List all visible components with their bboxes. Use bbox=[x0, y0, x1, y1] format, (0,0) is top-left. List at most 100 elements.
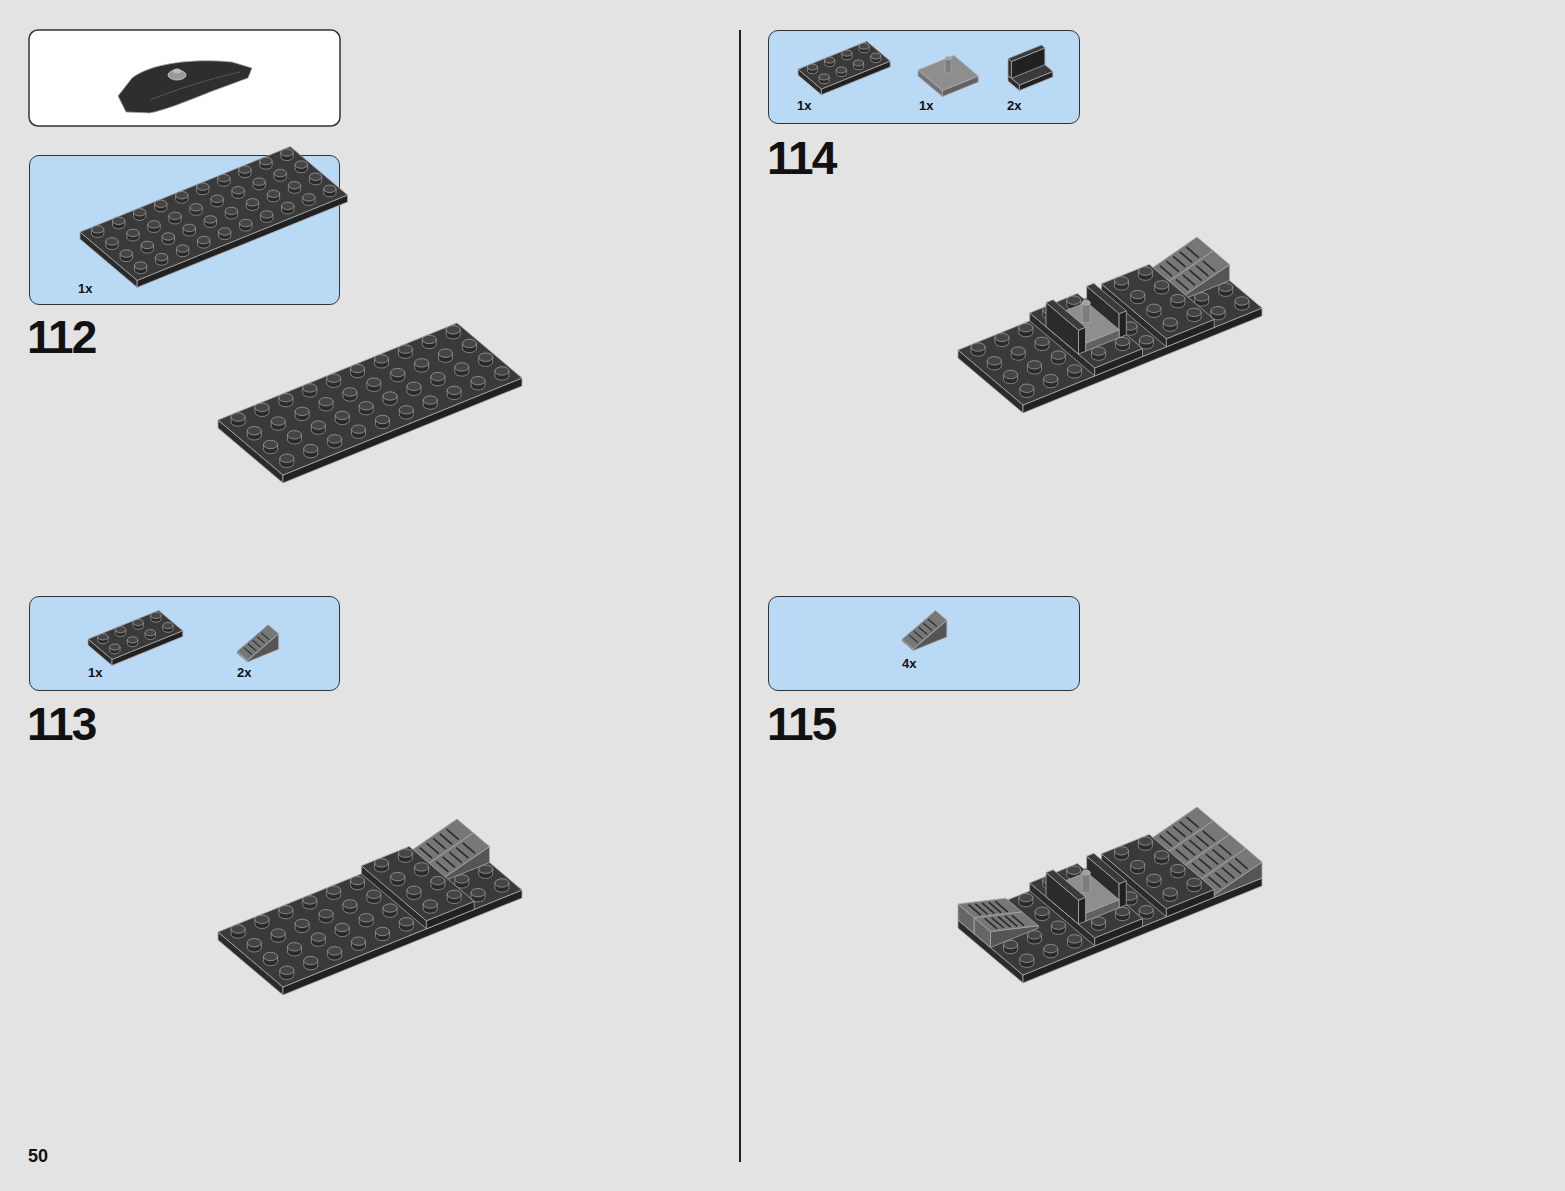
stud-top bbox=[1155, 851, 1169, 859]
slope-face bbox=[974, 912, 1038, 932]
stud-top bbox=[247, 427, 261, 435]
stud-top bbox=[190, 204, 202, 211]
stud-top bbox=[1155, 281, 1169, 289]
stud-top bbox=[287, 943, 301, 951]
stud-top bbox=[319, 397, 333, 405]
slope-grille bbox=[1166, 831, 1178, 841]
stud-top bbox=[471, 376, 485, 384]
slope-grille bbox=[1180, 252, 1192, 262]
stud-top bbox=[415, 863, 429, 871]
stud-top bbox=[836, 67, 846, 73]
slope-grille bbox=[1187, 817, 1199, 827]
part-count: 2x bbox=[1007, 98, 1021, 114]
slope-grille bbox=[1196, 836, 1208, 846]
stud-top bbox=[1138, 837, 1152, 845]
stud-top bbox=[439, 349, 453, 357]
stud-top bbox=[335, 411, 349, 419]
parts-icons bbox=[769, 597, 1081, 692]
part-count: 1x bbox=[797, 98, 811, 114]
stud-top bbox=[1035, 337, 1049, 345]
stud-top bbox=[407, 382, 421, 390]
stud-top bbox=[260, 157, 272, 164]
stud-top bbox=[281, 149, 293, 156]
stud-top bbox=[261, 211, 273, 218]
stud-top bbox=[163, 622, 173, 628]
stud-top bbox=[1139, 906, 1153, 914]
stud-top bbox=[328, 435, 342, 443]
slope-grille bbox=[914, 631, 923, 638]
stud-top bbox=[197, 183, 209, 190]
stud-top bbox=[1068, 935, 1082, 943]
stud-top bbox=[471, 888, 485, 896]
slope-grille bbox=[928, 619, 937, 626]
stud-top bbox=[1020, 954, 1034, 962]
stud-top bbox=[319, 909, 333, 917]
parts-callout: 1x bbox=[29, 155, 340, 305]
stud-top bbox=[327, 374, 341, 382]
brick-top bbox=[80, 147, 348, 281]
stud-top bbox=[255, 403, 269, 411]
stud-top bbox=[495, 879, 509, 887]
stud-top bbox=[343, 388, 357, 396]
slope-grille bbox=[1199, 859, 1211, 869]
stud-top bbox=[399, 406, 413, 414]
stud-top bbox=[1019, 893, 1033, 901]
stud-top bbox=[106, 238, 118, 245]
parts-callout: 1x2x bbox=[29, 596, 340, 691]
slope-grille bbox=[1012, 915, 1024, 925]
stud-top bbox=[304, 444, 318, 452]
stud-top bbox=[1114, 847, 1128, 855]
stud-top bbox=[431, 876, 445, 884]
stud-top bbox=[169, 212, 181, 219]
slope-grille bbox=[909, 635, 918, 642]
slope-grille bbox=[257, 637, 265, 644]
stud-top bbox=[280, 454, 294, 462]
stud-top bbox=[155, 200, 167, 207]
stud-top bbox=[375, 415, 389, 423]
stud-top bbox=[274, 169, 286, 176]
stud-top bbox=[447, 890, 461, 898]
stud-top bbox=[309, 173, 321, 180]
stud-top bbox=[383, 904, 397, 912]
stud-top bbox=[351, 876, 365, 884]
stud-top bbox=[264, 440, 278, 448]
build-step-model bbox=[958, 807, 1262, 983]
step-number: 112 bbox=[27, 314, 95, 360]
stud-top bbox=[92, 226, 104, 233]
slope-grille bbox=[248, 644, 256, 651]
bar-top bbox=[1082, 300, 1090, 305]
stud-top bbox=[1171, 864, 1185, 872]
slope-grille bbox=[447, 829, 459, 839]
brick-front bbox=[1119, 881, 1126, 908]
bar bbox=[1082, 303, 1090, 323]
slope-grille bbox=[1212, 849, 1224, 859]
stud-top bbox=[987, 357, 1001, 365]
brick-top bbox=[218, 323, 522, 475]
stud-top bbox=[446, 326, 460, 334]
stud-top bbox=[375, 927, 389, 935]
slope-grille bbox=[1180, 822, 1192, 832]
stud-top bbox=[1171, 294, 1185, 302]
bar bbox=[945, 58, 951, 73]
stud-top bbox=[1019, 323, 1033, 331]
stud-top bbox=[247, 939, 261, 947]
stud-top bbox=[1035, 907, 1049, 915]
stud-top bbox=[303, 194, 315, 201]
stud-top bbox=[98, 634, 108, 640]
stud-top bbox=[447, 386, 461, 394]
stud-top bbox=[825, 57, 835, 63]
slope-grille bbox=[1173, 826, 1185, 836]
brick-top bbox=[361, 846, 474, 920]
parts-icon-group bbox=[80, 147, 348, 288]
slope-grille bbox=[426, 843, 438, 853]
subassembly-edge bbox=[150, 72, 240, 100]
stud-top bbox=[127, 637, 137, 643]
stud-top bbox=[280, 966, 294, 974]
stud-top bbox=[271, 929, 285, 937]
stud-top bbox=[422, 335, 436, 343]
subassembly-icon bbox=[118, 61, 252, 113]
part-count: 2x bbox=[237, 665, 251, 681]
slope-grille bbox=[433, 838, 445, 848]
stud-top bbox=[343, 900, 357, 908]
